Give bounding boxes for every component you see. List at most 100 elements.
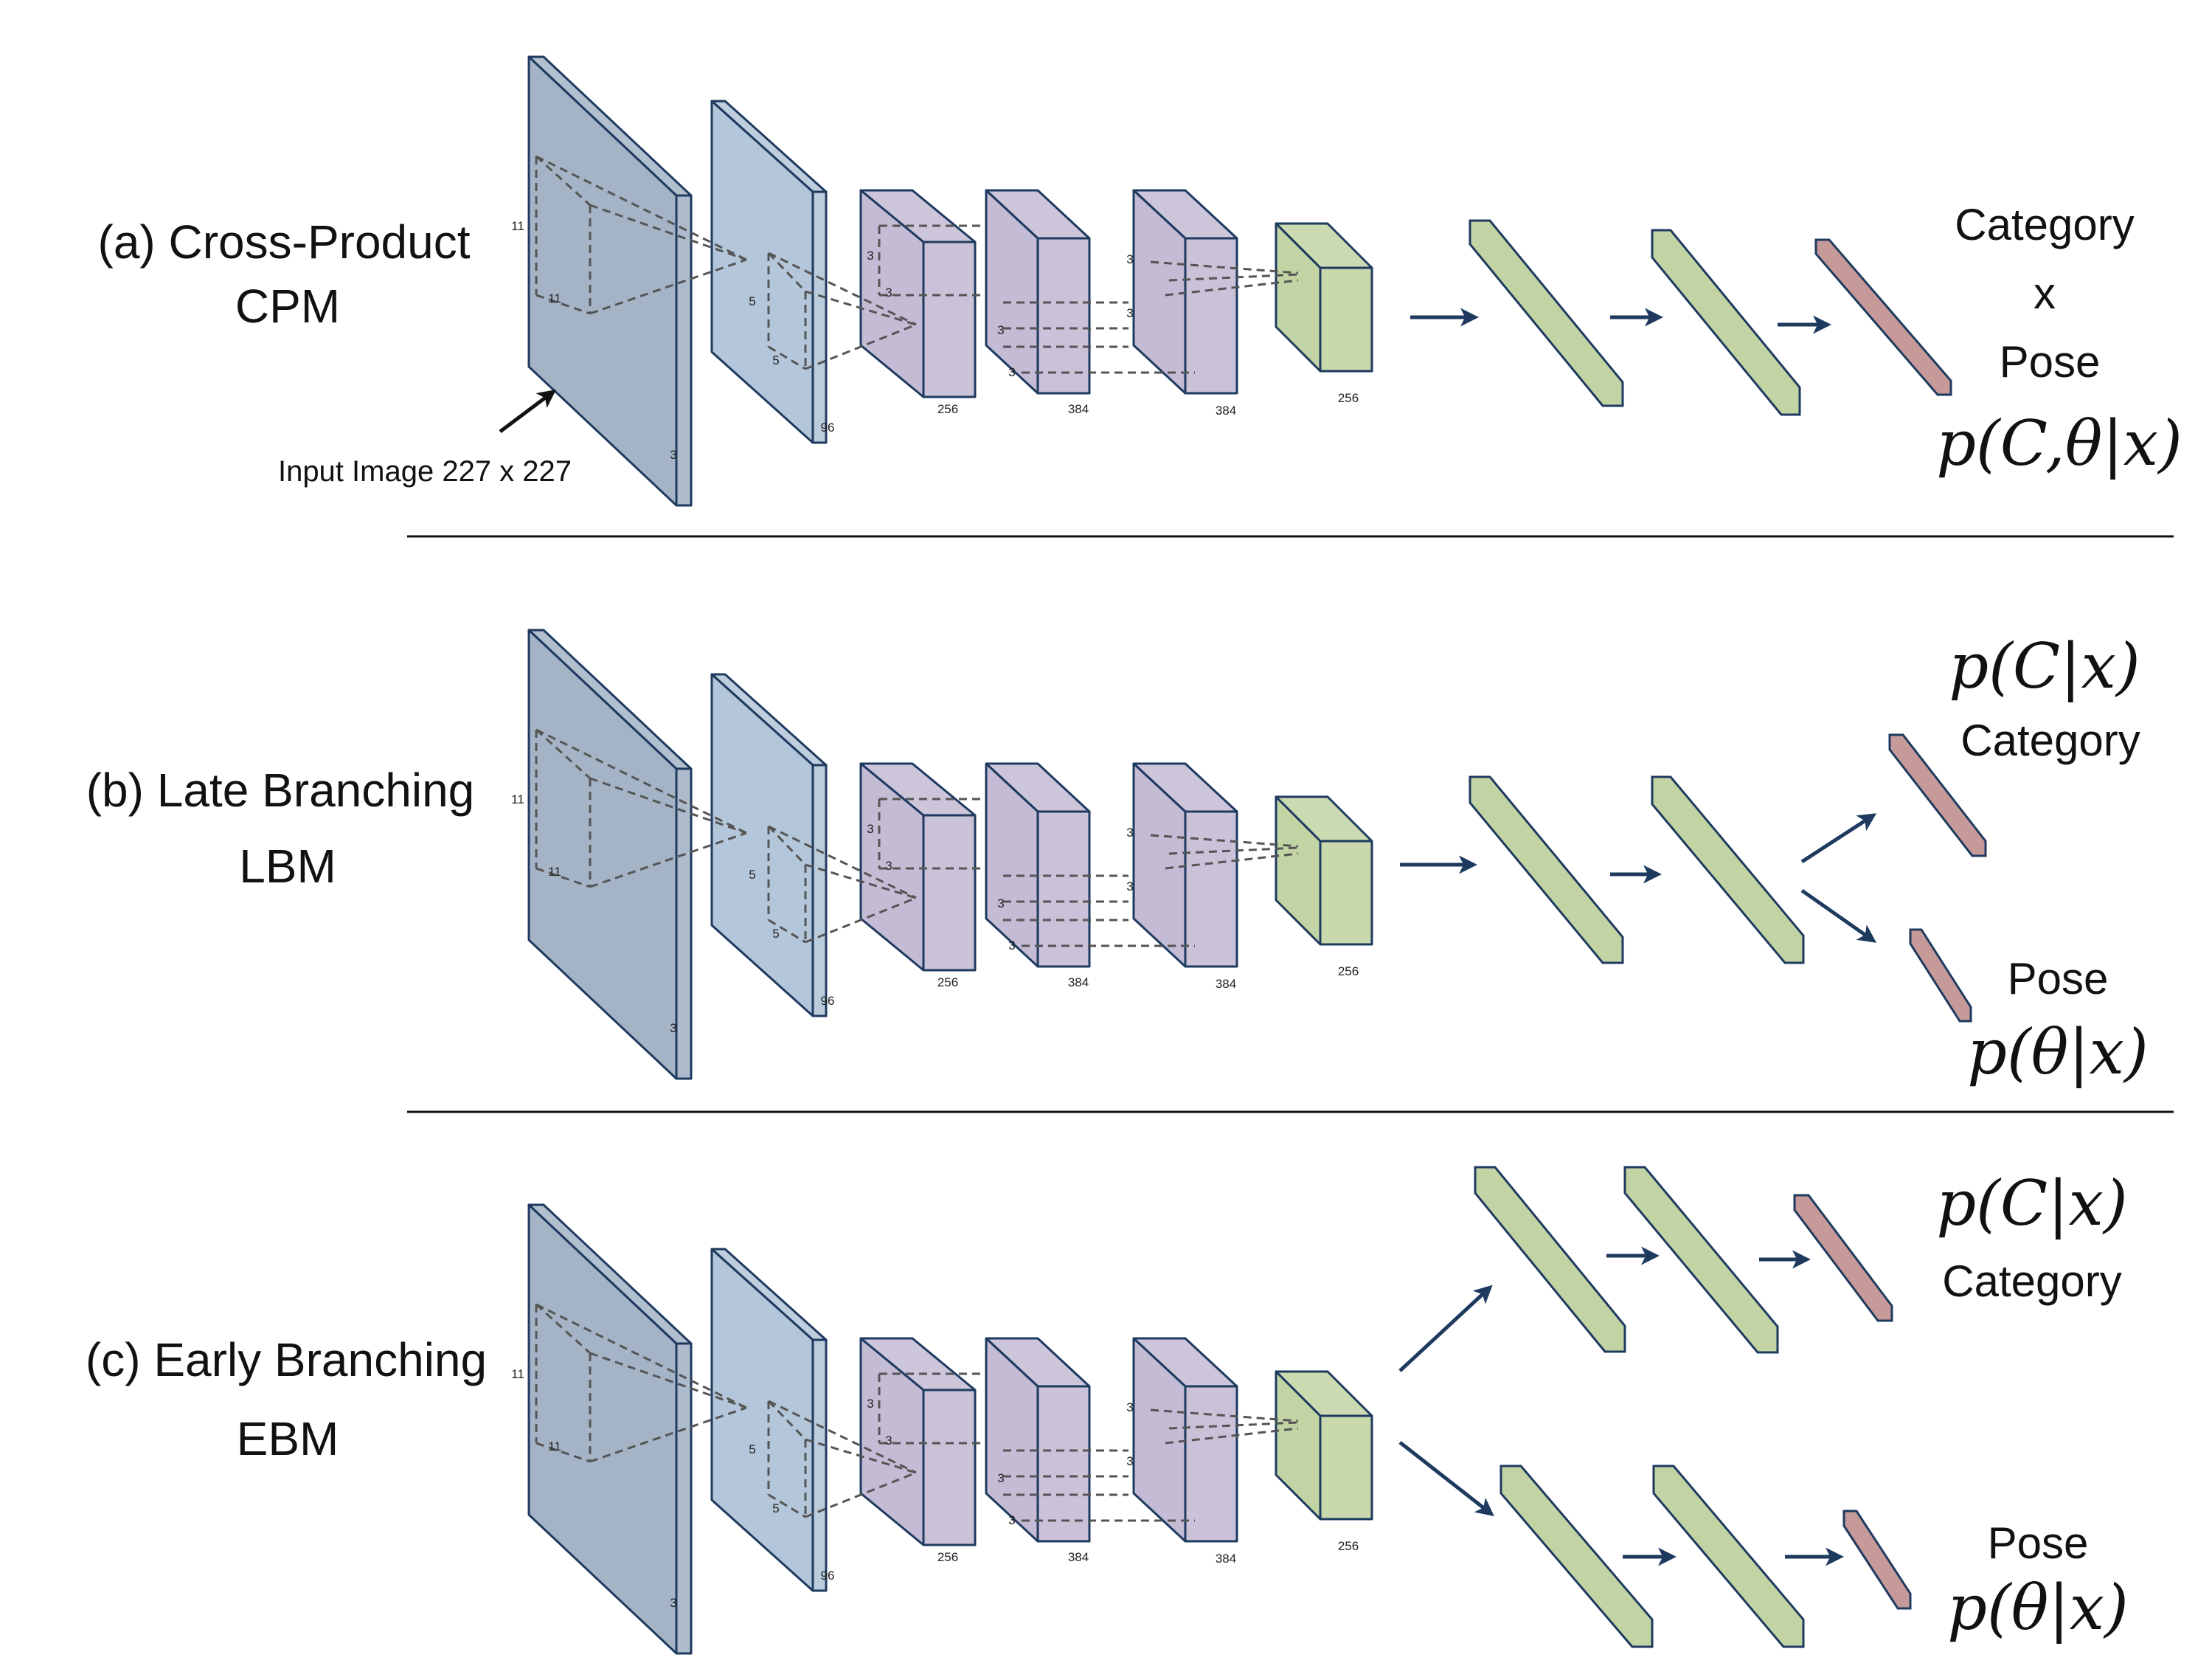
dim-conv2-depth: 96	[821, 421, 835, 435]
kernel2-proj	[805, 323, 917, 370]
conv2-layer-front	[811, 764, 828, 1017]
dim-pool-depth: 256	[1338, 391, 1359, 405]
dim-conv4-depth: 384	[1068, 1550, 1089, 1564]
conv1-layer-front	[675, 767, 693, 1080]
kernel2-proj	[805, 1438, 917, 1474]
arrow-to-pose-branch	[1398, 1441, 1494, 1517]
output-category: Category	[1955, 200, 2134, 249]
dim-conv3-depth: 256	[937, 402, 958, 416]
dim-conv3-kernel: 3	[867, 249, 873, 263]
input-image-caption: Input Image 227 x 227	[278, 455, 572, 488]
pose-fc2	[1652, 1465, 1805, 1648]
formula-category: p(C|x)	[1949, 630, 2140, 702]
dim-conv3-kernel: 3	[867, 1397, 873, 1411]
pose-branch	[1398, 1441, 1912, 1648]
conv3-layer-front	[922, 241, 977, 398]
dim-conv3-depth: 256	[937, 975, 958, 989]
conv1-layer	[527, 1203, 693, 1655]
kernel5-proj	[1168, 1421, 1299, 1430]
kernel2-edge	[767, 1400, 807, 1441]
output-cross-product	[1814, 238, 1952, 396]
dim-conv5-depth: 384	[1216, 977, 1236, 991]
conv1-layer	[527, 629, 693, 1080]
conv1-layer-front	[675, 194, 693, 507]
cat-fc1	[1474, 1166, 1626, 1353]
row-abbr: EBM	[237, 1412, 339, 1465]
kernel1-edge	[535, 155, 592, 207]
dim-pool-depth: 256	[1338, 964, 1359, 978]
dim-conv5-kernel: 3	[1126, 879, 1133, 893]
dim-conv3-kernel: 3	[885, 859, 892, 873]
dim-conv2-kernel: 5	[749, 1442, 755, 1456]
kernel1-proj	[589, 258, 747, 315]
dim-conv2-kernel: 5	[772, 353, 779, 367]
output-pose: Pose	[1988, 1518, 2089, 1568]
pool-layer-front	[1319, 840, 1373, 946]
fc1	[1469, 219, 1624, 407]
kernel2-proj	[768, 252, 917, 326]
row-title: (a) Cross-Product	[98, 215, 471, 269]
conv4-layer-front	[1036, 810, 1091, 968]
kernel5-proj	[1168, 273, 1299, 282]
output-category-layer	[1888, 733, 1987, 857]
kernel1-edge	[535, 728, 592, 780]
row-title: (c) Early Branching	[86, 1333, 487, 1386]
row-title: (b) Late Branching	[86, 764, 475, 817]
fc-chain	[1400, 733, 1987, 1023]
dim-conv2-depth: 96	[821, 994, 835, 1008]
kernel2-edge	[767, 252, 807, 293]
dim-conv4-depth: 384	[1068, 975, 1089, 989]
kernel2-proj	[768, 1400, 917, 1474]
fc-chain	[1410, 219, 1952, 416]
dim-conv2-kernel: 5	[749, 868, 755, 882]
conv2-layer	[710, 1248, 828, 1592]
dim-conv4-kernel: 3	[1008, 1513, 1015, 1527]
conv3-layer	[859, 1337, 977, 1546]
kernel1-proj	[589, 1406, 747, 1463]
output-category: Category	[1942, 1256, 2121, 1306]
conv3-layer	[859, 189, 977, 398]
dim-conv4-kernel: 3	[1008, 938, 1015, 952]
fc2	[1651, 775, 1805, 964]
conv5-layer-front	[1184, 1385, 1238, 1543]
formula-joint: p(C,θ|x)	[1936, 407, 2182, 480]
conv4-layer-front	[1036, 1385, 1091, 1543]
dim-conv2-kernel: 5	[772, 1501, 779, 1515]
arrow-to-pose	[1800, 888, 1877, 943]
pool-layer	[1275, 795, 1373, 946]
kernel5-proj	[1150, 834, 1299, 848]
conv3-layer	[859, 762, 977, 972]
formula-category: p(C|x)	[1936, 1167, 2127, 1240]
category-branch	[1398, 1166, 1893, 1372]
pool-layer	[1275, 1370, 1373, 1521]
kernel2-proj	[805, 896, 917, 944]
kernel2-edge	[767, 825, 807, 866]
dim-conv1-depth: 3	[670, 1021, 676, 1035]
formula-pose: p(θ|x)	[1967, 1016, 2149, 1088]
output-category: Category	[1960, 716, 2140, 765]
conv2-layer-side	[710, 100, 814, 444]
dim-conv1-kernel: 11	[511, 792, 524, 806]
kernel1-proj	[589, 204, 747, 261]
conv5-layer-front	[1184, 810, 1238, 968]
row-abbr: LBM	[239, 840, 336, 893]
conv5-layer-front	[1184, 237, 1238, 395]
dim-conv3-kernel: 3	[885, 286, 892, 300]
dim-conv5-kernel: 3	[1126, 1400, 1133, 1414]
dim-conv3-depth: 256	[937, 1550, 958, 1564]
pool-layer-front	[1319, 1414, 1373, 1521]
dim-conv3-kernel: 3	[885, 1434, 892, 1448]
kernel1-edge	[535, 867, 591, 888]
conv2-layer	[710, 673, 828, 1017]
cat-fc2	[1623, 1166, 1779, 1354]
arrow-to-category-branch	[1398, 1285, 1493, 1372]
kernel5-proj	[1165, 279, 1299, 297]
conv1-layer-front	[675, 1342, 693, 1655]
kernel2-edge	[768, 1493, 806, 1518]
dim-pool-depth: 256	[1338, 1539, 1359, 1553]
